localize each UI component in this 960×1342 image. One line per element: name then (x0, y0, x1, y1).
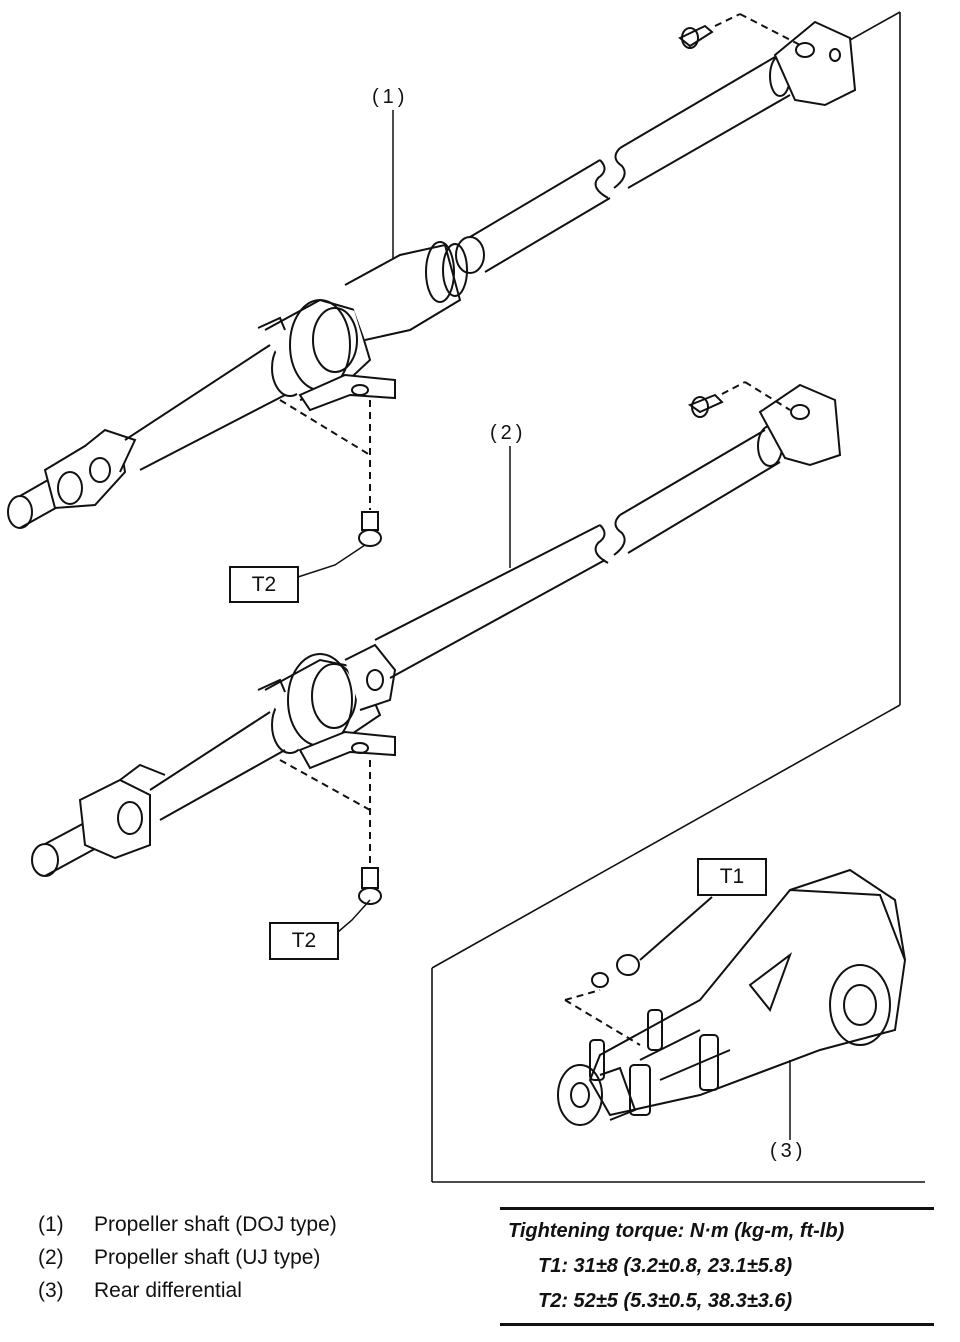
legend-item: (2) Propeller shaft (UJ type) (38, 1241, 337, 1274)
parts-legend: (1) Propeller shaft (DOJ type) (2) Prope… (38, 1208, 337, 1307)
torque-box-t2-upper: T2 (229, 566, 299, 603)
legend-number: (2) (38, 1246, 64, 1269)
callout-leaders (297, 110, 791, 1140)
legend-number: (3) (38, 1279, 64, 1302)
torque-spec-t1: T1: 31±8 (3.2±0.8, 23.1±5.8) (538, 1255, 793, 1277)
legend-item: (3) Rear differential (38, 1274, 337, 1307)
propeller-shaft-doj (7, 13, 857, 547)
propeller-shaft-uj (31, 381, 842, 905)
rear-differential (557, 868, 907, 1126)
legend-item: (1) Propeller shaft (DOJ type) (38, 1208, 337, 1241)
torque-spec-table: Tightening torque: N·m (kg-m, ft-lb) T1:… (500, 1207, 934, 1326)
torque-box-t2-lower: T2 (269, 922, 339, 960)
assembly-frame-lines (431, 11, 925, 1183)
torque-box-t1: T1 (697, 858, 767, 896)
callout-label-2: (2) (490, 422, 527, 444)
legend-label: Rear differential (94, 1279, 242, 1302)
callout-label-3: (3) (770, 1140, 807, 1162)
legend-label: Propeller shaft (DOJ type) (94, 1213, 337, 1236)
callout-label-1: (1) (372, 86, 409, 108)
legend-number: (1) (38, 1213, 64, 1236)
torque-spec-t2: T2: 52±5 (5.3±0.5, 38.3±3.6) (538, 1290, 793, 1312)
torque-spec-heading: Tightening torque: N·m (kg-m, ft-lb) (508, 1220, 845, 1242)
legend-label: Propeller shaft (UJ type) (94, 1246, 321, 1269)
exploded-view-diagram (7, 11, 925, 1183)
